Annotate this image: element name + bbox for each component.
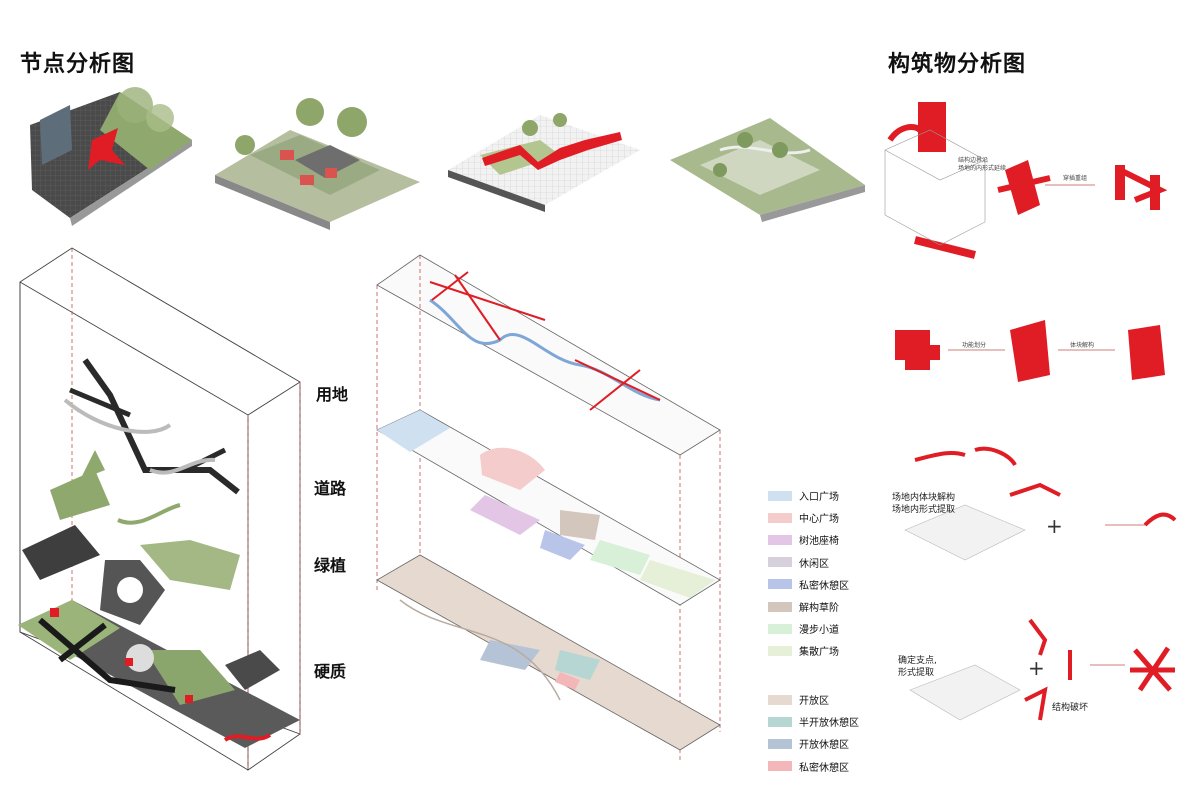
annotation-function-division: 功能划分: [962, 342, 987, 349]
annotation-structure-break: 结构破坏: [1052, 703, 1089, 713]
legend-openness-label: 私密休憩区: [799, 762, 849, 774]
legend-openness-label: 开放休憩区: [799, 740, 849, 752]
legend-functional-label: 树池座椅: [799, 536, 839, 548]
legend-functional-swatch: [768, 579, 792, 590]
legend-openness-label: 开放区: [799, 696, 829, 707]
legend-functional-label: 入口广场: [799, 492, 839, 503]
exploded-layers-left: [18, 247, 301, 771]
legend-functional-item: 树池座椅: [768, 532, 839, 547]
plus-sign-2: +: [1028, 656, 1045, 680]
legend-openness-item: 开放休憩区: [768, 736, 849, 751]
legend-openness-item: 私密休憩区: [768, 759, 849, 774]
legend-functional-swatch: [768, 512, 792, 523]
node-thumb-1: [30, 87, 192, 226]
title-structure-analysis: 构筑物分析图: [888, 52, 1027, 77]
legend-functional-label: 解构草阶: [799, 603, 839, 614]
annotation-site-deconstruct: 场地内体块解构 场地内形式提取: [892, 493, 956, 516]
node-thumb-4: [670, 118, 865, 222]
layer-label-3: 绿植: [314, 556, 347, 575]
annotation-interlace: 穿插重组: [1063, 175, 1088, 182]
legend-functional-swatch: [768, 601, 792, 612]
legend-openness-label: 半开放休憩区: [799, 718, 859, 730]
title-node-analysis: 节点分析图: [20, 52, 136, 77]
plus-sign-1: +: [1046, 514, 1063, 538]
node-thumb-3: [448, 113, 640, 212]
structure-analysis-right: [884, 102, 1177, 721]
exploded-zoning-middle: [376, 254, 721, 760]
layer-label-4: 硬质: [314, 662, 347, 681]
legend-functional-item: 私密休憩区: [768, 577, 849, 592]
legend-functional-label: 漫步小道: [799, 625, 839, 637]
legend-functional-label: 私密休憩区: [799, 580, 849, 592]
legend-openness-item: 开放区: [768, 692, 829, 707]
layer-label-1: 用地: [316, 385, 349, 404]
legend-openness-item: 半开放休憩区: [768, 714, 859, 729]
legend-functional-swatch: [768, 645, 792, 656]
annotation-block-deconstruct: 体块解构: [1070, 342, 1095, 349]
legend-functional-label: 休闲区: [799, 558, 829, 570]
legend-functional-item: 集散广场: [768, 643, 839, 658]
annotation-boundary: 结构边界沿 场地的内形式延续: [958, 157, 1007, 172]
legend-functional-swatch: [768, 623, 792, 634]
legend-openness-swatch: [768, 716, 792, 727]
legend-functional-swatch: [768, 534, 792, 545]
legend-functional-label: 集散广场: [799, 647, 839, 659]
legend-openness-swatch: [768, 694, 792, 705]
legend-functional-item: 漫步小道: [768, 621, 839, 636]
legend-functional-item: 休闲区: [768, 555, 829, 570]
legend-functional-label: 中心广场: [799, 514, 839, 526]
legend-functional-swatch: [768, 490, 792, 501]
legend-functional-swatch: [768, 557, 792, 568]
legend-openness-swatch: [768, 738, 792, 749]
node-thumb-2: [215, 98, 420, 230]
legend-functional-item: 中心广场: [768, 510, 839, 525]
legend-functional-item: 解构草阶: [768, 599, 839, 614]
layer-label-2: 道路: [314, 479, 347, 498]
annotation-pivot: 确定支点, 形式提取: [898, 656, 937, 679]
legend-functional-item: 入口广场: [768, 488, 839, 503]
legend-openness-swatch: [768, 761, 792, 772]
